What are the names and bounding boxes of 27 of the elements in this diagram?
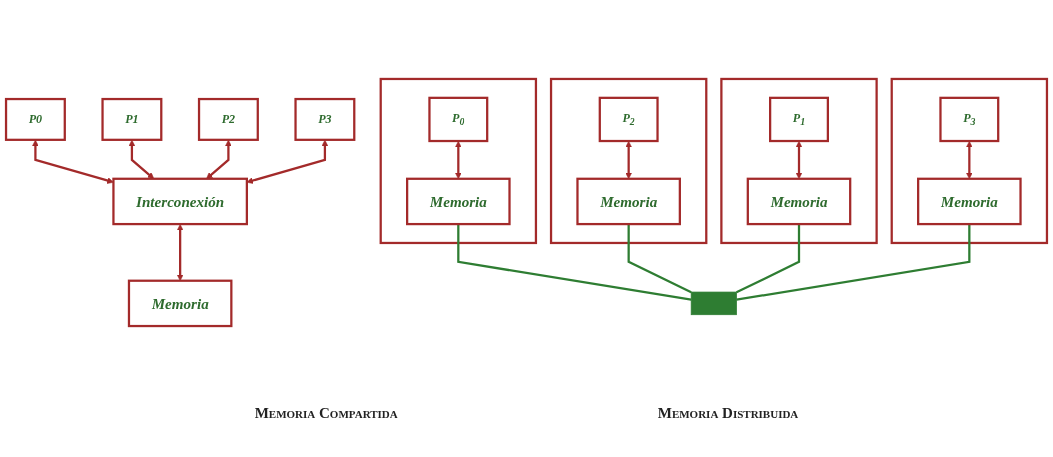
node-bar — [690, 291, 737, 316]
diagram-caption: Memoria Compartida — [254, 405, 398, 422]
cluster — [720, 77, 878, 245]
connector — [627, 224, 692, 294]
connector — [457, 224, 692, 301]
node-box: P$_{3}$ — [939, 96, 1000, 143]
node-box: P1 — [101, 97, 163, 141]
node-box: P0 — [4, 97, 66, 141]
node-box: Memoria — [406, 177, 511, 226]
node-box: P3 — [294, 97, 356, 141]
arrow — [32, 139, 114, 184]
node-box: Memoria — [576, 177, 681, 226]
node-box: Interconexión — [112, 177, 248, 226]
diagram-caption: Memoria Distribuida — [657, 405, 799, 422]
node-box: P$_{2}$ — [598, 96, 659, 143]
cluster — [890, 77, 1049, 245]
arrow — [246, 139, 329, 184]
connector — [736, 224, 971, 301]
cluster — [549, 77, 708, 245]
node-box: Memoria — [746, 177, 852, 226]
node-box: P$_{1}$ — [769, 96, 829, 143]
node-box: Memoria — [917, 177, 1022, 226]
node-box: P$_{0}$ — [428, 96, 489, 143]
connector — [736, 224, 801, 294]
cluster — [379, 77, 538, 245]
node-box: Memoria — [127, 279, 233, 328]
node-box: P2 — [197, 97, 259, 141]
